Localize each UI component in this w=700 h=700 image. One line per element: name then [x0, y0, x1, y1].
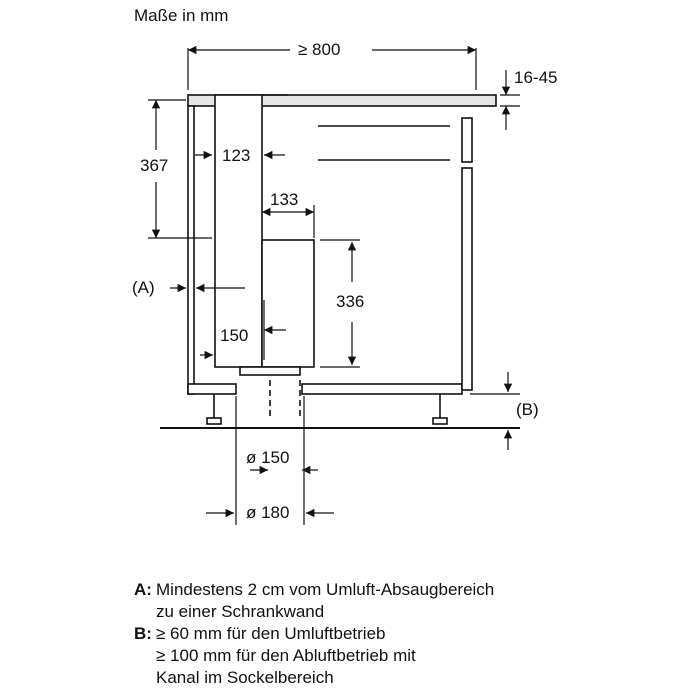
dim-150: 150	[220, 326, 249, 345]
marker-a: (A)	[132, 278, 155, 297]
marker-b: (B)	[516, 400, 539, 419]
units-caption: Maße in mm	[134, 6, 229, 25]
drawer-front-bottom	[461, 167, 473, 391]
dim-height-upper: 367	[140, 156, 169, 175]
note-b: B: ≥ 60 mm für den Umluftbetrieb≥ 100 mm…	[134, 624, 416, 687]
outlet-flange	[239, 366, 301, 376]
fan-unit	[261, 239, 315, 368]
cabinet-bottom-right	[301, 383, 463, 395]
dim-133: 133	[270, 190, 299, 209]
note-a: A: Mindestens 2 cm vom Umluft-Absaugbere…	[134, 580, 495, 621]
duct-column	[214, 94, 263, 368]
worktop	[187, 94, 497, 107]
dim-pipe-180: ø 180	[246, 503, 290, 522]
dim-worktop-thickness: 16-45	[514, 68, 558, 87]
drawer-front-top	[461, 117, 473, 163]
dim-width-total: ≥ 800	[298, 40, 341, 59]
dim-pipe-150: ø 150	[246, 448, 290, 467]
notes-legend: A: Mindestens 2 cm vom Umluft-Absaugbere…	[134, 579, 494, 689]
dim-336: 336	[336, 292, 365, 311]
cabinet-left-wall	[187, 105, 195, 395]
dim-123: 123	[222, 146, 251, 165]
cabinet-bottom-left	[187, 383, 237, 395]
